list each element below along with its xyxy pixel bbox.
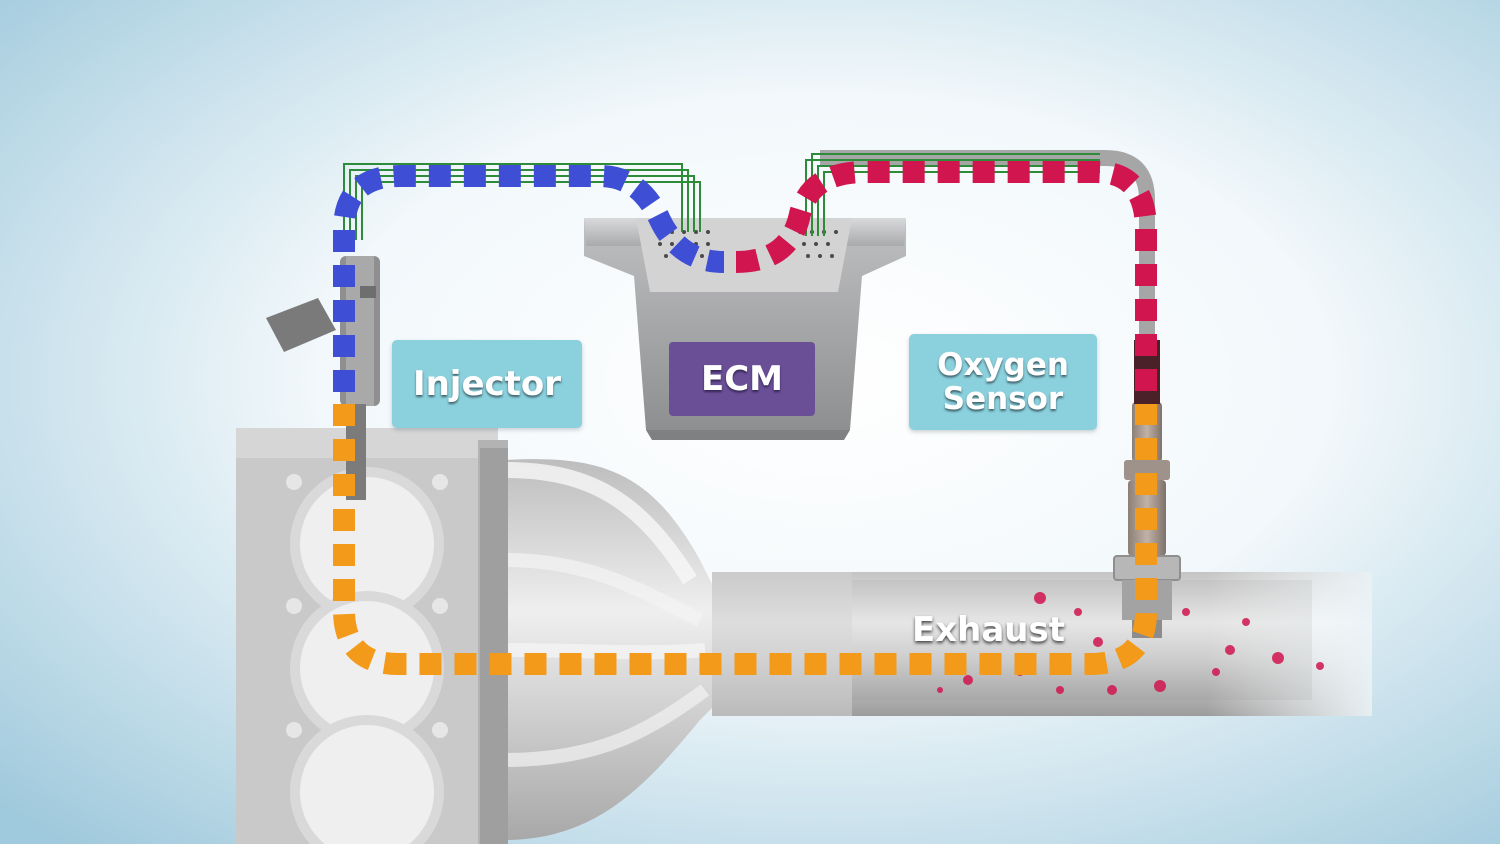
oxygen-sensor-label-line1: Oxygen [937, 347, 1069, 383]
injector-label: Injector [392, 340, 582, 428]
signal-path-blue [333, 165, 725, 392]
signal-path-orange [333, 404, 1157, 675]
oxygen-sensor-label-line2: Sensor [942, 381, 1064, 417]
exhaust-manifold [480, 448, 720, 844]
engine-block [236, 428, 508, 844]
ecm-label: ECM [669, 342, 815, 416]
signal-path-red [735, 161, 1157, 402]
exhaust-label: Exhaust [912, 610, 1065, 650]
cylinder-3 [290, 715, 444, 844]
exhaust-pipe [712, 572, 1372, 716]
oxygen-sensor-label: Oxygen Sensor [909, 334, 1097, 430]
